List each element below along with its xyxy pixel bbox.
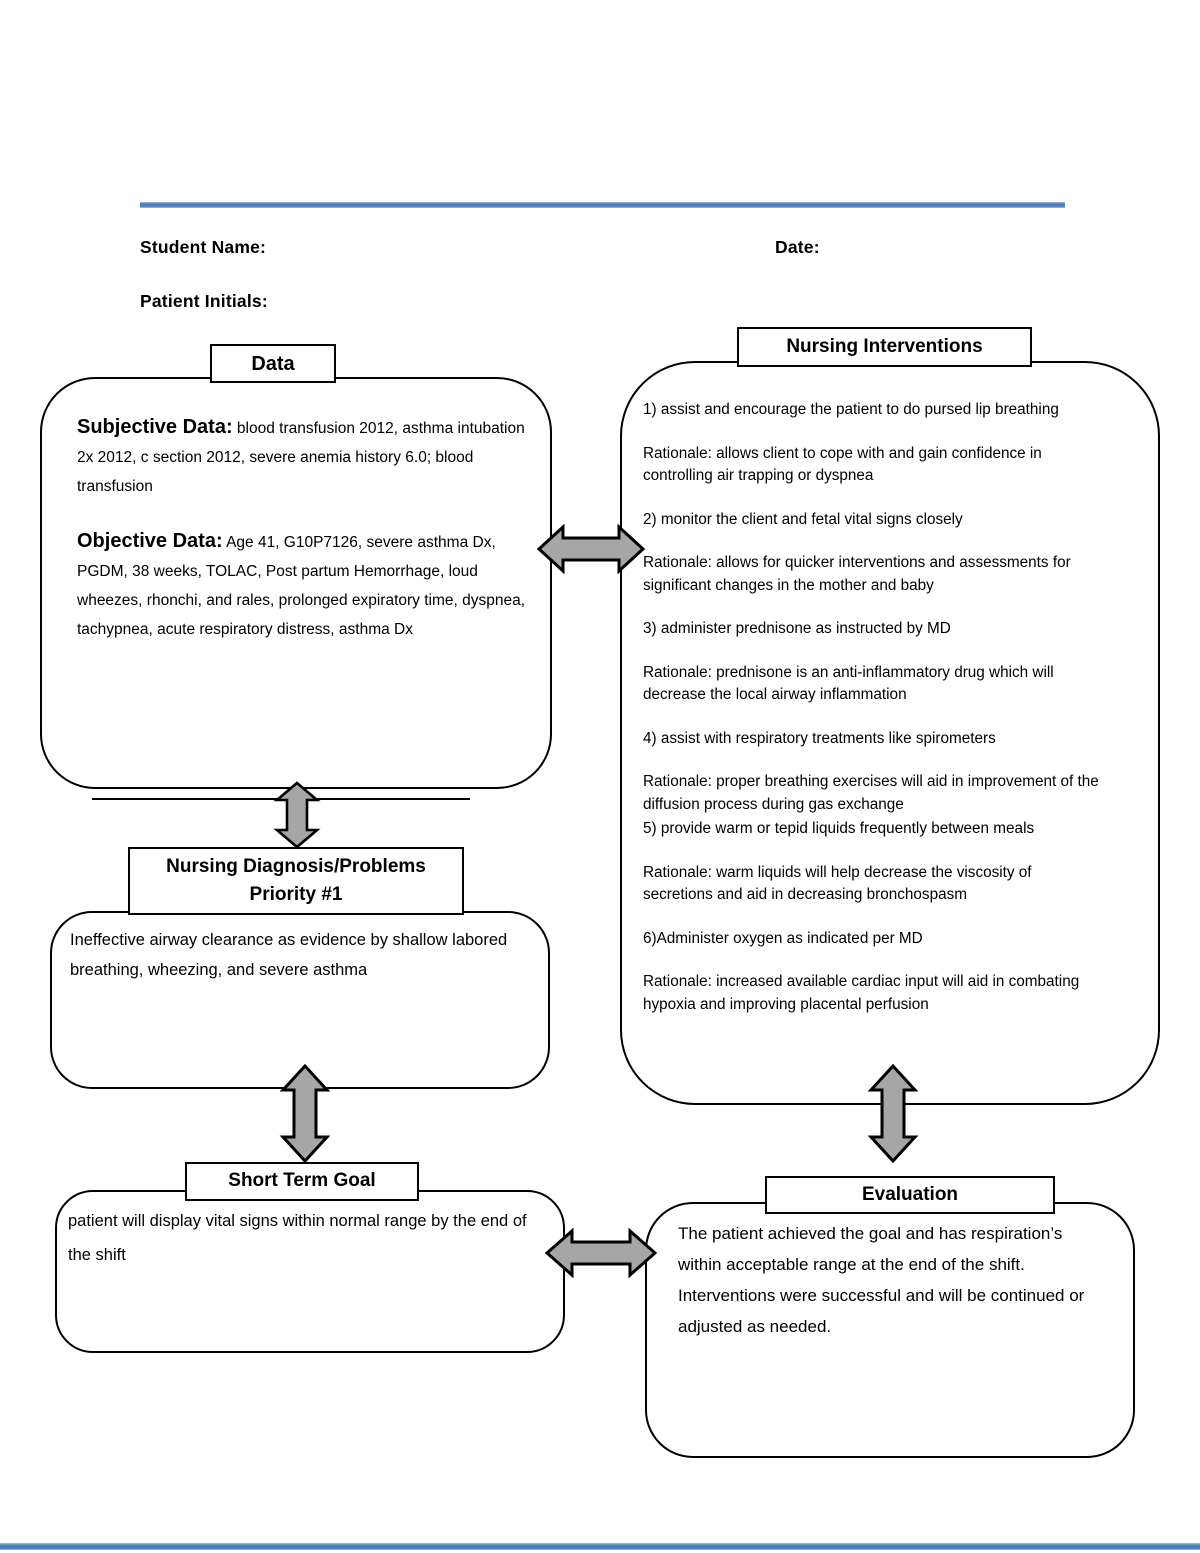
intervention-rationale: Rationale: increased available cardiac i… — [643, 973, 1080, 1013]
intervention-rationale: Rationale: proper breathing exercises wi… — [643, 773, 1099, 813]
evaluation-text: The patient achieved the goal and has re… — [678, 1224, 1085, 1336]
goal-box — [55, 1190, 565, 1353]
bottom-border-line — [0, 1543, 1200, 1550]
data-diagnosis-connector-arrow — [273, 781, 321, 849]
diagnosis-content: Ineffective airway clearance as evidence… — [70, 925, 525, 985]
objective-data-text: Age 41, G10P7126, severe asthma Dx, PGDM… — [77, 534, 526, 638]
student-name-label: Student Name: — [140, 237, 267, 257]
data-content: Subjective Data: blood transfusion 2012,… — [77, 413, 539, 670]
diagnosis-text: Ineffective airway clearance as evidence… — [70, 931, 508, 979]
top-border-line — [140, 202, 1065, 208]
goal-text: patient will display vital signs within … — [68, 1212, 527, 1264]
intervention-rationale: Rationale: allows for quicker interventi… — [643, 554, 1071, 594]
intervention-item: 4) assist with respiratory treatments li… — [643, 729, 996, 747]
data-title: Data — [251, 352, 295, 375]
diagnosis-header: Nursing Diagnosis/Problems Priority #1 — [128, 847, 464, 915]
diagnosis-goal-connector-arrow — [279, 1063, 331, 1164]
data-interventions-connector-arrow — [536, 523, 646, 575]
patient-initials-label: Patient Initials: — [140, 291, 268, 311]
interventions-box — [620, 361, 1160, 1105]
interventions-evaluation-connector-arrow — [867, 1063, 919, 1164]
intervention-item: 6)Administer oxygen as indicated per MD — [643, 929, 923, 947]
goal-content: patient will display vital signs within … — [68, 1204, 543, 1272]
objective-data-label: Objective Data: — [77, 530, 223, 552]
evaluation-header: Evaluation — [765, 1176, 1055, 1214]
diagnosis-title-line2: Priority #1 — [249, 884, 343, 905]
data-header: Data — [210, 344, 336, 383]
interventions-content: 1) assist and encourage the patient to d… — [643, 399, 1105, 1037]
objective-data: Objective Data: Age 41, G10P7126, severe… — [77, 527, 539, 644]
interventions-title: Nursing Interventions — [786, 335, 983, 357]
evaluation-content: The patient achieved the goal and has re… — [678, 1218, 1106, 1342]
data-box — [40, 377, 552, 789]
intervention-rationale: Rationale: warm liquids will help decrea… — [643, 863, 1032, 904]
goal-title: Short Term Goal — [228, 1170, 376, 1192]
goal-evaluation-connector-arrow — [544, 1227, 658, 1279]
intervention-item: 2) monitor the client and fetal vital si… — [643, 510, 963, 528]
intervention-item: 5) provide warm or tepid liquids frequen… — [643, 820, 1035, 837]
intervention-rationale: Rationale: prednisone is an anti-inflamm… — [643, 663, 1054, 704]
diagnosis-title-line1: Nursing Diagnosis/Problems — [166, 855, 426, 877]
evaluation-title: Evaluation — [861, 1183, 959, 1205]
intervention-item: 3) administer prednisone as instructed b… — [643, 620, 951, 637]
interventions-header: Nursing Interventions — [737, 327, 1032, 367]
goal-header: Short Term Goal — [185, 1162, 419, 1201]
intervention-rationale: Rationale: allows client to cope with an… — [643, 444, 1042, 485]
evaluation-box — [645, 1202, 1135, 1458]
intervention-item: 1) assist and encourage the patient to d… — [643, 401, 1059, 418]
subjective-data-label: Subjective Data: — [77, 416, 233, 438]
date-label: Date: — [775, 237, 820, 257]
subjective-data: Subjective Data: blood transfusion 2012,… — [77, 413, 539, 501]
subjective-data-text: blood transfusion 2012, asthma intubatio… — [77, 420, 525, 495]
